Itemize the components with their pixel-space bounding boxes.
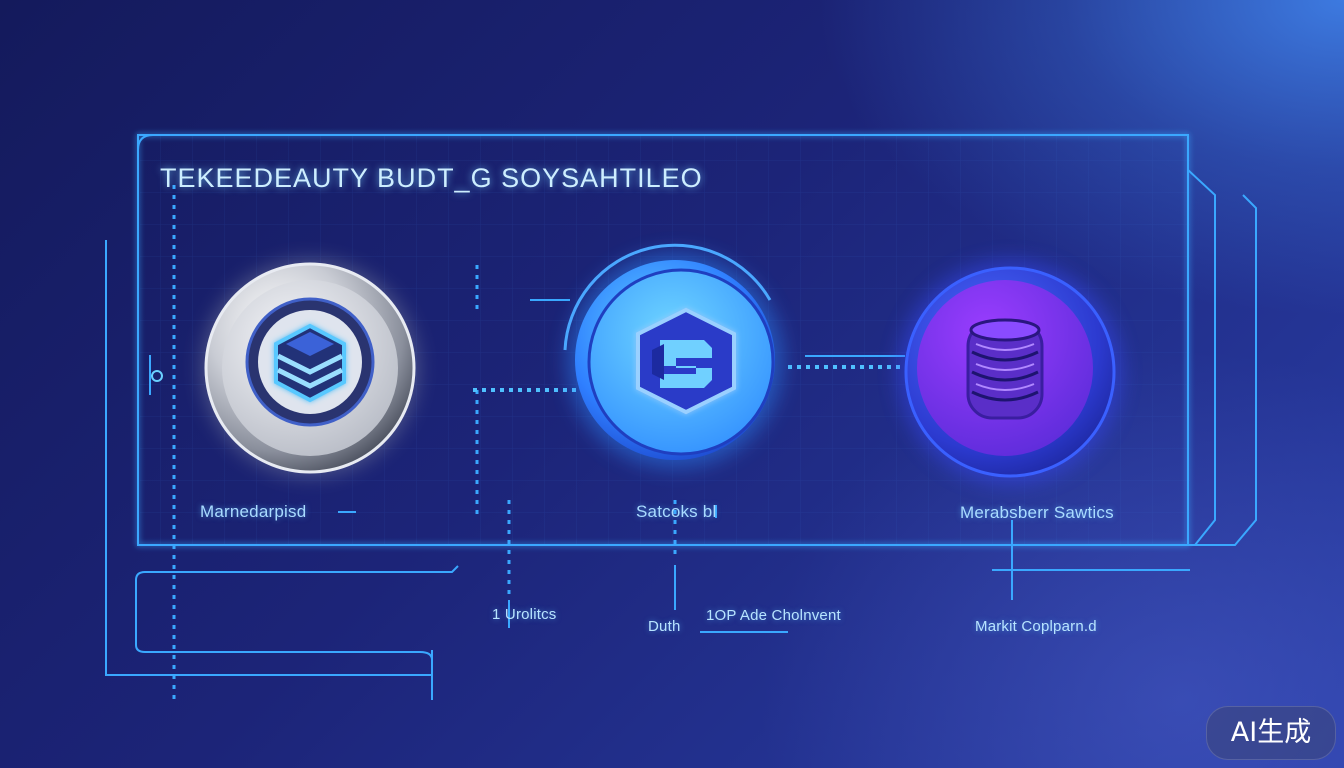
frame-outer-right: [1000, 194, 1257, 546]
diagram-title: TEKEEDEAUTY BUDT_G SOYSAHTILEO: [160, 163, 703, 193]
lower-left-bracket: [135, 571, 433, 700]
node-blue[interactable]: [563, 243, 783, 468]
connector-node: [151, 370, 163, 382]
hexagon-s-icon: [636, 307, 736, 415]
node-2-label: Satcoks bl: [636, 502, 717, 521]
node-silver[interactable]: [202, 260, 418, 476]
node-purple[interactable]: [898, 260, 1122, 484]
sub-label-left: 1 Urolitcs: [492, 606, 557, 623]
layers-cube-icon: [274, 323, 346, 403]
sub-label-mid-right: 1OP Ade Cholnvent: [706, 607, 841, 624]
node-3-label: Merabsberr Sawtics: [960, 503, 1114, 522]
database-stack-icon: [966, 318, 1044, 420]
sub-label-right: Markit Coplparn.d: [975, 618, 1097, 635]
sub-label-mid-left: Duth: [648, 618, 681, 635]
node-1-label: Marnedarpisd: [200, 502, 307, 521]
ai-generated-badge: AI生成: [1206, 706, 1336, 760]
frame-right-bracket: [1187, 145, 1216, 546]
